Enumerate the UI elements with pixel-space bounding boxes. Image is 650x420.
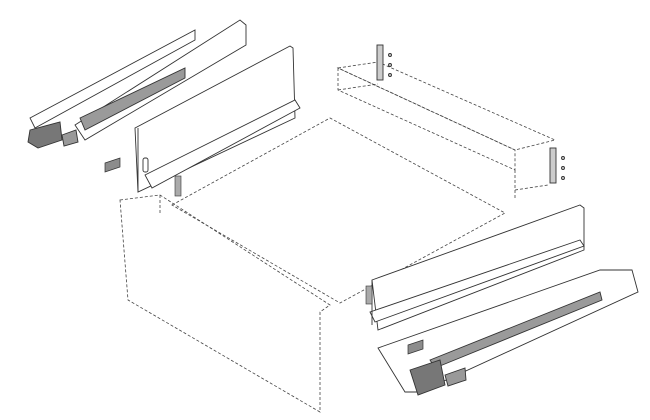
- back-hook-left: [376, 44, 392, 81]
- front-fixing-clip-left: [104, 157, 121, 173]
- left-drawer-side: [134, 45, 301, 193]
- front-fixing-clip-right: [407, 339, 424, 355]
- left-runner: [27, 19, 247, 149]
- bracket-right: [365, 285, 373, 305]
- right-runner: [377, 269, 639, 396]
- bracket-left: [174, 175, 182, 197]
- drawer-back-dashed: [336, 61, 557, 200]
- drawer-bottom-dashed: [171, 117, 506, 304]
- drawer-front-dashed: [119, 194, 331, 413]
- back-hook-right: [549, 147, 565, 184]
